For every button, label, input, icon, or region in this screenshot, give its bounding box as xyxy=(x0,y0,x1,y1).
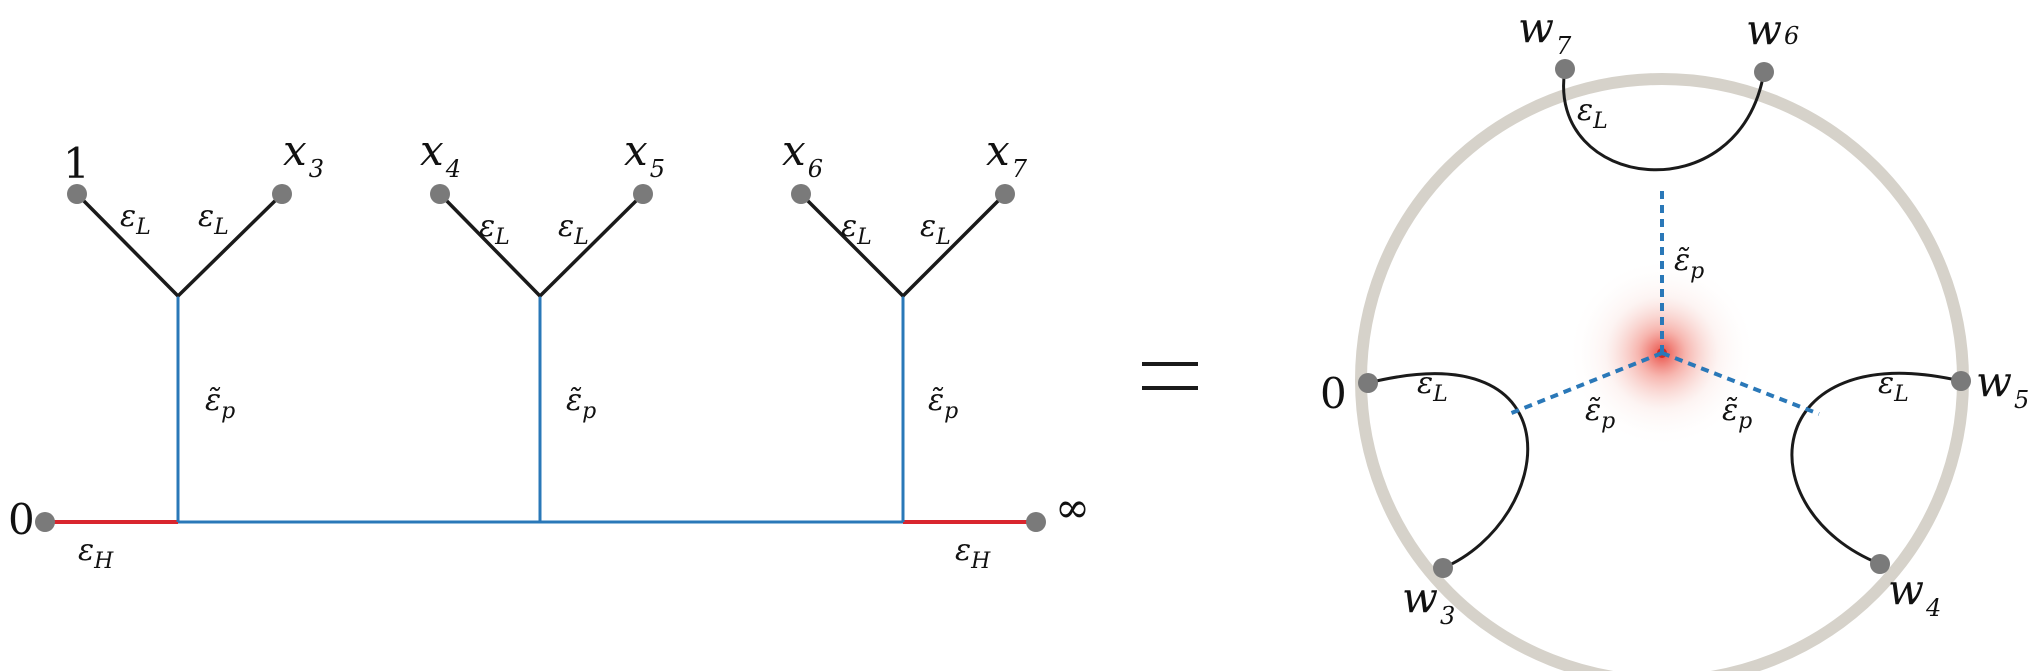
leaf-edge-1b xyxy=(176,192,284,298)
endpoint-label-zero: 0 xyxy=(8,495,35,544)
point-label-w7: w7 xyxy=(1518,3,1572,60)
point-label-zero: 0 xyxy=(1320,369,1347,418)
propagator-label: ε̃p xyxy=(1674,243,1704,284)
node xyxy=(35,512,55,532)
propagator-label: ε̃p xyxy=(1585,393,1615,434)
leaf-coupling-label: εL xyxy=(479,209,510,250)
leaf-coupling-label: εL xyxy=(1577,93,1608,134)
node xyxy=(1026,512,1046,532)
point-label-w3: w3 xyxy=(1402,573,1455,630)
leaf-arc-left xyxy=(1367,372,1530,570)
heavy-edge-label: εH xyxy=(955,533,991,574)
node xyxy=(791,184,811,204)
node xyxy=(272,184,292,204)
propagator-label: ε̃p xyxy=(928,383,958,424)
propagator-dashed-right xyxy=(1661,351,1820,416)
node xyxy=(1951,371,1971,391)
leaf-coupling-label: εL xyxy=(920,209,951,250)
node xyxy=(67,184,87,204)
equals-sign xyxy=(1142,362,1198,390)
node xyxy=(430,184,450,204)
node xyxy=(1555,59,1575,79)
propagator-label: ε̃p xyxy=(205,383,235,424)
leaf-label-x5: x5 xyxy=(624,126,665,183)
leaf-arc-top xyxy=(1562,68,1766,172)
node xyxy=(1433,558,1453,578)
leaf-edge-3a xyxy=(799,192,905,298)
leaf-label-x6: x6 xyxy=(782,126,823,183)
node xyxy=(1754,62,1774,82)
heavy-edge-label: εH xyxy=(78,533,114,574)
point-label-w4: w4 xyxy=(1888,565,1941,622)
node xyxy=(995,184,1015,204)
tree-diagram: 0 ∞ 1 x3 x4 x5 x6 x7 εL εL εL εL εL εL ε… xyxy=(8,126,1090,574)
propagator-label: ε̃p xyxy=(566,383,596,424)
leaf-label-x3: x3 xyxy=(283,126,324,183)
point-label-w6: w6 xyxy=(1746,5,1799,54)
point-label-w5: w5 xyxy=(1976,357,2029,414)
leaf-label-1: 1 xyxy=(63,139,90,188)
node xyxy=(1870,554,1890,574)
leaf-coupling-label: εL xyxy=(1878,366,1909,407)
leaf-edge-2b xyxy=(538,192,645,298)
leaf-coupling-label: εL xyxy=(841,209,872,250)
leaf-label-x7: x7 xyxy=(986,126,1028,183)
endpoint-label-infinity: ∞ xyxy=(1055,483,1090,532)
leaf-edge-1a xyxy=(75,192,180,298)
disk-diagram: w7 w6 0 w5 w3 w4 εL εL εL ε̃p ε̃p ε̃p xyxy=(1320,3,2029,671)
propagator-label: ε̃p xyxy=(1722,393,1752,434)
leaf-label-x4: x4 xyxy=(420,126,461,183)
leaf-coupling-label: εL xyxy=(1417,366,1448,407)
leaf-coupling-label: εL xyxy=(558,209,589,250)
node xyxy=(633,184,653,204)
leaf-arc-right xyxy=(1790,372,1962,566)
leaf-coupling-label: εL xyxy=(120,199,151,240)
leaf-edge-3b xyxy=(901,192,1007,298)
leaf-edge-2a xyxy=(438,192,542,298)
node xyxy=(1358,373,1378,393)
leaf-coupling-label: εL xyxy=(198,199,229,240)
